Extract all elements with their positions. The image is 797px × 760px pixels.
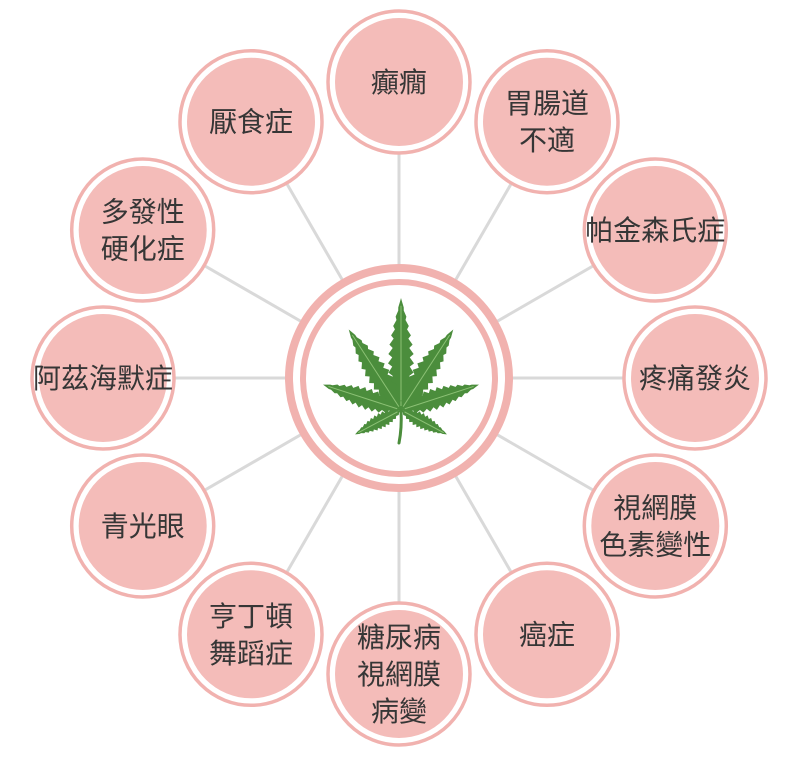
node-fill <box>483 57 611 186</box>
leaflet-vein <box>358 411 398 434</box>
node-fill <box>187 57 315 186</box>
node-label-line: 多發性 <box>101 196 185 229</box>
node-label: 視網膜色素變性 <box>599 492 711 562</box>
leaflet <box>401 329 454 410</box>
node-alzheimers-disease: 阿茲海默症 <box>30 305 176 451</box>
node-label: 多發性硬化症 <box>101 196 185 266</box>
node-fill <box>483 570 611 699</box>
leaflet-vein <box>328 385 398 410</box>
leaflet-blade <box>323 384 401 413</box>
node-fill <box>78 166 207 294</box>
cannabis-leaf-icon <box>323 298 479 445</box>
node-label-line: 癌症 <box>519 618 575 651</box>
node-anorexia: 厭食症 <box>178 48 324 195</box>
node-label: 胃腸道不適 <box>505 87 589 157</box>
node-label-line: 青光眼 <box>101 510 185 543</box>
node-fill <box>335 18 463 146</box>
node-label-line: 厭食症 <box>209 106 293 139</box>
node-label-line: 帕金森氏症 <box>585 214 725 247</box>
node-cancer: 癌症 <box>474 561 620 708</box>
node-label: 青光眼 <box>101 510 185 543</box>
leaflet <box>348 329 401 410</box>
leaflet-vein <box>404 411 444 434</box>
leaflet <box>355 409 401 435</box>
node-label-line: 色素變性 <box>599 529 711 562</box>
center-circle <box>285 264 513 492</box>
node-label: 帕金森氏症 <box>585 214 725 247</box>
node-label-line: 胃腸道 <box>505 87 589 120</box>
node-label: 糖尿病視網膜病變 <box>357 621 441 728</box>
node-glaucoma: 青光眼 <box>69 453 216 599</box>
node-diabetic-retinopathy: 糖尿病視網膜病變 <box>326 601 472 747</box>
leaflet-vein <box>402 334 451 407</box>
node-gastrointestinal-discomfort: 胃腸道不適 <box>474 48 620 195</box>
node-label: 癌症 <box>519 618 575 651</box>
node-fill <box>591 166 720 294</box>
node-retinitis-pigmentosa: 視網膜色素變性 <box>582 453 729 599</box>
node-label: 阿茲海默症 <box>33 362 173 395</box>
node-multiple-sclerosis: 多發性硬化症 <box>69 157 216 303</box>
node-label-line: 硬化症 <box>101 233 185 266</box>
condition-nodes: 癲癇胃腸道不適帕金森氏症疼痛發炎視網膜色素變性癌症糖尿病視網膜病變亨丁頓舞蹈症青… <box>30 9 768 747</box>
node-parkinsons-disease: 帕金森氏症 <box>582 157 729 303</box>
node-label-line: 亨丁頓 <box>209 600 293 633</box>
node-fill <box>78 462 207 590</box>
leaflet <box>401 384 479 413</box>
node-label-line: 視網膜 <box>357 658 441 691</box>
node-label: 厭食症 <box>209 106 293 139</box>
leaflet <box>323 384 401 413</box>
node-fill <box>591 462 720 590</box>
node-fill <box>335 610 463 738</box>
node-huntingtons-disease: 亨丁頓舞蹈症 <box>178 561 324 708</box>
node-label-line: 疼痛發炎 <box>639 362 751 395</box>
node-label-line: 不適 <box>519 124 575 157</box>
leaf-stem <box>397 408 403 445</box>
node-label: 癲癇 <box>371 66 427 99</box>
leaflet-blade <box>401 384 479 413</box>
node-fill <box>631 314 759 442</box>
leaflet-vein <box>351 334 400 407</box>
node-label: 疼痛發炎 <box>639 362 751 395</box>
node-label: 亨丁頓舞蹈症 <box>209 600 293 670</box>
node-label-line: 舞蹈症 <box>209 637 293 670</box>
node-label-line: 阿茲海默症 <box>33 362 173 395</box>
node-pain-inflammation: 疼痛發炎 <box>622 305 768 451</box>
node-label-line: 視網膜 <box>613 492 697 525</box>
node-fill <box>187 570 315 699</box>
leaflet <box>388 298 414 410</box>
node-epilepsy: 癲癇 <box>326 9 472 155</box>
node-fill <box>39 314 167 442</box>
node-label-line: 癲癇 <box>371 66 427 99</box>
node-label-line: 病變 <box>371 695 427 728</box>
node-label-line: 糖尿病 <box>357 621 441 654</box>
leaflet-vein <box>404 385 474 410</box>
leaflet <box>401 409 447 435</box>
